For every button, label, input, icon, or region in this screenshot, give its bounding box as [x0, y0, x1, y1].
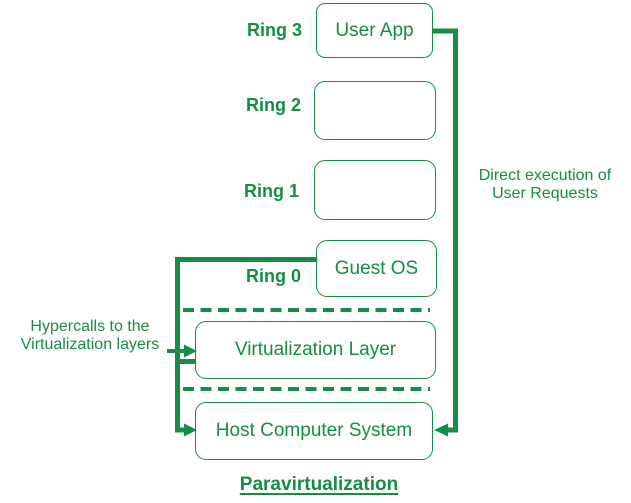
user-app-box: User App [316, 3, 433, 58]
ring-1-box [314, 160, 436, 220]
guest-os-box-label: Guest OS [334, 257, 419, 279]
ring-0-label: Ring 0 [246, 266, 302, 286]
ring-2-label: Ring 2 [246, 95, 302, 115]
diagram-title: Paravirtualization [239, 474, 399, 495]
user-app-box-label: User App [335, 19, 414, 41]
ring-3-label: Ring 3 [247, 20, 303, 40]
arrowhead-into-host-right [434, 423, 448, 437]
direct-execution-annotation: Direct execution of User Requests [478, 167, 612, 202]
guest-os-box: Guest OS [316, 240, 437, 297]
host-computer-system-box-label: Host Computer System [215, 420, 413, 441]
ring-2-box [314, 81, 436, 140]
hypercalls-annotation: Hypercalls to the Virtualization layers [20, 318, 160, 353]
direct-execution-line [433, 28, 458, 433]
virtualization-layer-box-label: Virtualization Layer [234, 339, 397, 360]
ring-1-label: Ring 1 [244, 181, 300, 201]
host-computer-system-box: Host Computer System [195, 402, 433, 460]
virtualization-layer-box: Virtualization Layer [195, 321, 436, 379]
